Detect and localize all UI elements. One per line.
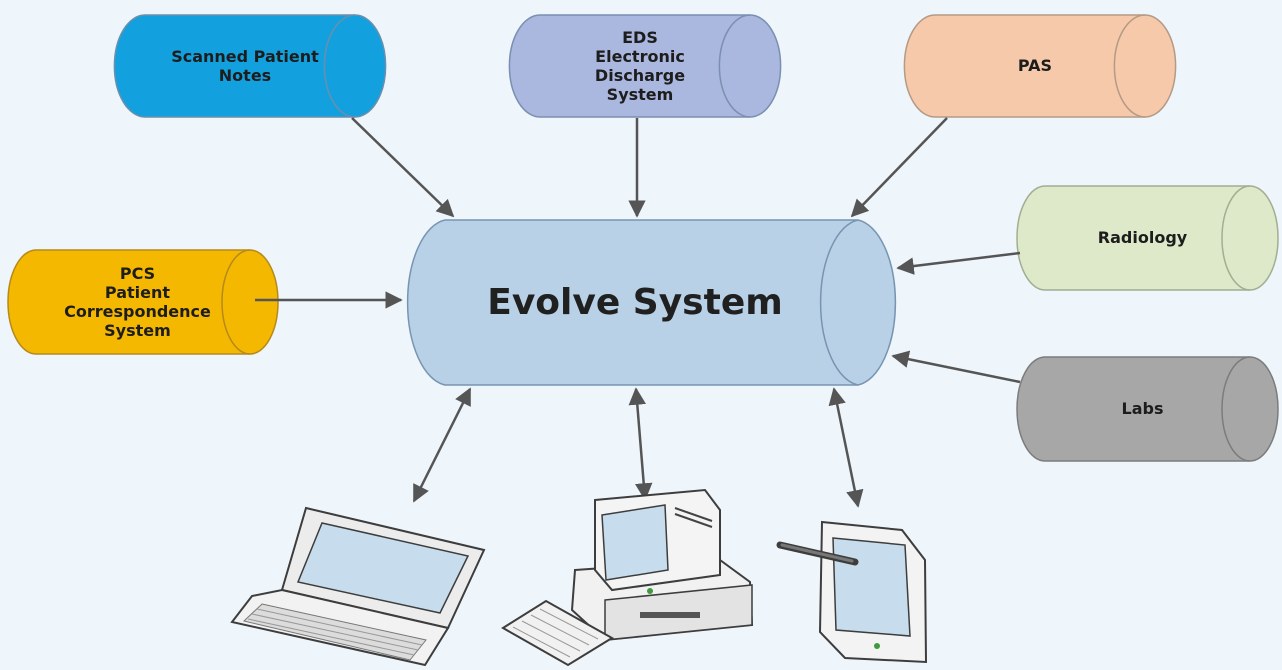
arrow-pas-to-evolve <box>850 117 948 218</box>
node-pas <box>903 14 1177 118</box>
node-scanned-patient-notes <box>113 14 387 118</box>
arrow-evolve-tablet <box>828 387 864 508</box>
node-eds <box>508 14 782 118</box>
label-labs: Labs <box>1121 399 1164 419</box>
laptop-icon <box>230 506 486 667</box>
tablet-stylus-icon <box>776 520 928 664</box>
desktop-computer-icon <box>501 488 754 667</box>
node-labs <box>1016 356 1279 462</box>
arrow-scanned-to-evolve <box>351 117 455 218</box>
label-evolve-system: Evolve System <box>487 281 783 323</box>
label-pcs: PCS Patient Correspondence System <box>64 263 211 341</box>
arrow-evolve-laptop <box>412 387 472 503</box>
node-evolve-system <box>406 219 897 386</box>
arrow-evolve-desktop <box>628 387 653 501</box>
label-radiology: Radiology <box>1097 228 1188 248</box>
arrow-radiology-to-evolve <box>896 251 1021 275</box>
connectors <box>255 117 1021 508</box>
label-eds: EDS Electronic Discharge System <box>594 27 686 105</box>
label-scanned-patient-notes: Scanned Patient Notes <box>171 46 319 85</box>
arrow-labs-to-evolve <box>891 350 1021 384</box>
label-pas: PAS <box>1017 56 1053 76</box>
node-radiology <box>1016 185 1279 291</box>
node-pcs <box>7 249 279 355</box>
